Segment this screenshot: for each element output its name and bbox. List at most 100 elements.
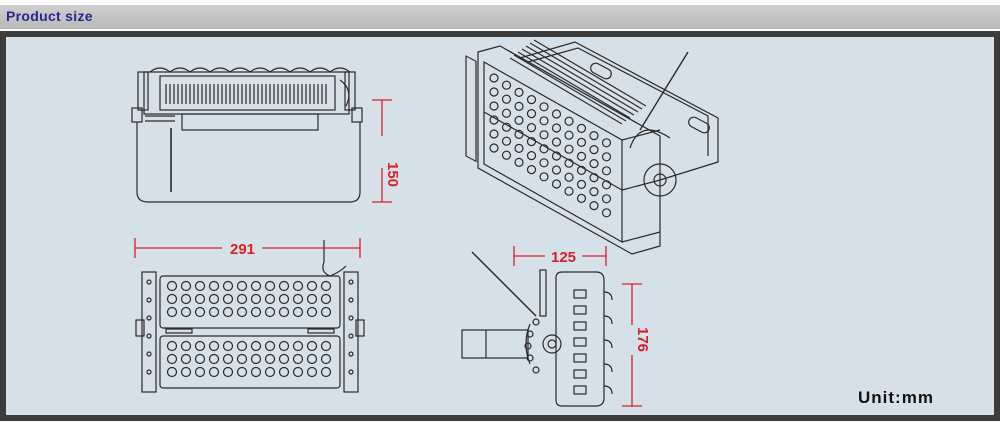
led-circle — [564, 144, 574, 154]
led-circle — [539, 158, 549, 168]
led-circle — [250, 306, 262, 318]
led-circle — [551, 137, 562, 147]
section-title: Product size — [6, 8, 93, 24]
front-view-led-array-bottom — [166, 340, 332, 378]
led-circle — [292, 340, 304, 352]
front-view-led-array-top — [166, 280, 332, 318]
isometric-view — [465, 39, 719, 255]
led-circle — [320, 280, 332, 292]
led-circle — [564, 130, 574, 140]
led-circle — [180, 353, 192, 365]
led-circle — [180, 340, 192, 352]
led-circle — [194, 340, 206, 352]
led-circle — [564, 116, 574, 126]
led-circle — [514, 157, 524, 167]
led-circle — [320, 293, 332, 305]
section-header: Product size — [0, 5, 1000, 29]
unit-separator: : — [895, 388, 902, 407]
unit-label: Unit:mm — [858, 388, 934, 408]
led-circle — [501, 108, 512, 118]
led-circle — [306, 280, 318, 292]
led-circle — [278, 293, 290, 305]
led-circle — [264, 280, 276, 292]
led-circle — [166, 366, 178, 378]
led-circle — [539, 172, 549, 182]
led-circle — [601, 152, 612, 162]
led-circle — [194, 366, 206, 378]
led-circle — [208, 353, 220, 365]
led-circle — [166, 280, 178, 292]
led-circle — [208, 280, 220, 292]
dimension-depth: 125 — [551, 249, 576, 266]
led-circle — [222, 340, 234, 352]
unit-text: Unit — [858, 388, 896, 407]
led-circle — [278, 340, 290, 352]
led-circle — [250, 280, 262, 292]
led-circle — [320, 340, 332, 352]
led-circle — [589, 173, 599, 183]
led-circle — [514, 101, 524, 112]
led-circle — [526, 122, 537, 133]
led-circle — [576, 123, 587, 133]
led-circle — [208, 293, 220, 305]
led-circle — [489, 101, 499, 111]
led-circle — [489, 115, 499, 125]
led-circle — [576, 137, 587, 147]
led-circle — [601, 180, 612, 190]
led-circle — [539, 130, 549, 140]
led-circle — [194, 280, 206, 292]
led-circle — [194, 293, 206, 305]
led-circle — [208, 366, 220, 378]
led-circle — [264, 366, 276, 378]
led-circle — [601, 138, 612, 148]
led-circle — [194, 353, 206, 365]
led-circle — [222, 280, 234, 292]
led-circle — [278, 306, 290, 318]
led-circle — [264, 306, 276, 318]
led-circle — [236, 366, 248, 378]
led-circle — [292, 353, 304, 365]
led-circle — [526, 165, 537, 175]
led-circle — [250, 293, 262, 305]
led-circle — [278, 280, 290, 292]
led-circle — [501, 150, 512, 160]
led-circle — [222, 353, 234, 365]
led-circle — [236, 353, 248, 365]
led-circle — [236, 293, 248, 305]
led-circle — [589, 131, 599, 141]
led-circle — [601, 194, 612, 204]
led-circle — [208, 340, 220, 352]
led-circle — [292, 366, 304, 378]
led-circle — [576, 179, 587, 189]
led-circle — [564, 158, 574, 168]
led-circle — [194, 306, 206, 318]
led-circle — [264, 293, 276, 305]
led-circle — [166, 340, 178, 352]
led-circle — [489, 87, 499, 97]
led-circle — [180, 306, 192, 318]
led-circle — [180, 293, 192, 305]
isometric-led-array — [489, 73, 612, 218]
led-circle — [292, 306, 304, 318]
led-circle — [222, 293, 234, 305]
led-circle — [166, 293, 178, 305]
isometric-fins — [509, 39, 647, 125]
top-view — [131, 67, 363, 203]
led-circle — [236, 280, 248, 292]
led-circle — [292, 293, 304, 305]
led-circle — [514, 129, 524, 139]
led-circle — [180, 366, 192, 378]
led-circle — [526, 94, 537, 105]
led-circle — [539, 102, 549, 112]
led-circle — [526, 108, 537, 119]
drawing-panel — [0, 31, 1000, 421]
led-circle — [208, 306, 220, 318]
led-circle — [501, 122, 512, 132]
led-circle — [551, 151, 562, 161]
led-circle — [250, 340, 262, 352]
led-circle — [320, 366, 332, 378]
led-circle — [489, 143, 499, 153]
led-circle — [539, 116, 549, 126]
led-circle — [539, 144, 549, 154]
